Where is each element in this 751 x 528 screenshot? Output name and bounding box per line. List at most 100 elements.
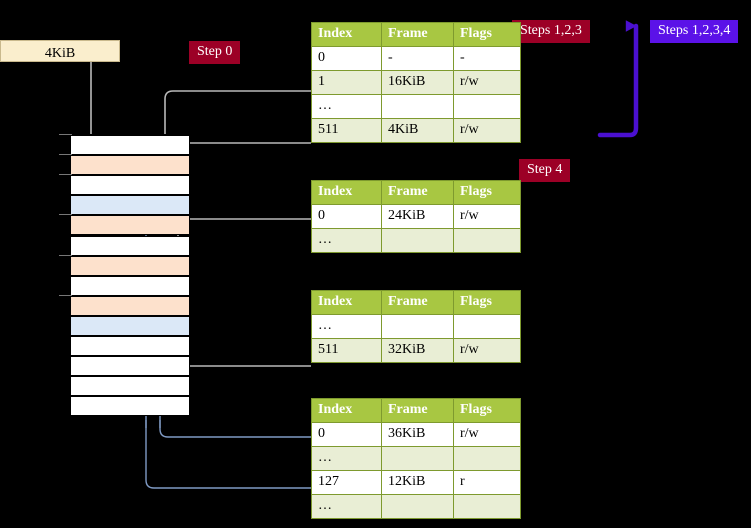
wire-t4row127-to-mem <box>145 420 311 489</box>
memory-tick <box>59 134 72 135</box>
memory-row <box>71 135 189 156</box>
badge-step0: Step 0 <box>189 41 241 64</box>
table-header-frame: Frame <box>381 180 454 205</box>
table-row: 0-- <box>311 46 521 71</box>
badge-steps-1234: Steps 1,2,3,4 <box>650 20 739 43</box>
steps-bracket-arrow <box>597 20 639 138</box>
table-cell <box>381 446 454 471</box>
table-row: … <box>311 94 521 119</box>
table-cell: … <box>311 314 382 339</box>
table-row: … <box>311 446 521 471</box>
table-cell: 16KiB <box>381 70 454 95</box>
table-cell: … <box>311 494 382 519</box>
table-cell: r/w <box>453 204 521 229</box>
table-cell: r/w <box>453 422 521 447</box>
badge-steps-123-text: Steps 1,2,3 <box>520 23 582 38</box>
table-header-index: Index <box>311 180 382 205</box>
table-cell: … <box>311 228 382 253</box>
table-header-index: Index <box>311 290 382 315</box>
memory-tick <box>59 294 72 296</box>
memory-row <box>71 235 189 256</box>
table-cell: 4KiB <box>381 118 454 143</box>
memory-size-label-text: 4KiB <box>44 46 76 61</box>
table-header-index: Index <box>311 398 382 423</box>
wire-t4row0-to-mem <box>159 420 311 438</box>
table-header-index: Index <box>311 22 382 47</box>
table-cell <box>381 314 454 339</box>
badge-steps-1234-text: Steps 1,2,3,4 <box>658 23 731 38</box>
table-cell: 24KiB <box>381 204 454 229</box>
table-cell <box>453 446 521 471</box>
table-cell: 511 <box>311 338 382 363</box>
badge-step0-text: Step 0 <box>197 44 233 59</box>
table-header-flags: Flags <box>453 180 521 205</box>
table-cell <box>453 494 521 519</box>
table-row: … <box>311 314 521 339</box>
table-header-frame: Frame <box>381 398 454 423</box>
table-cell: 127 <box>311 470 382 495</box>
badge-step4: Step 4 <box>519 159 571 182</box>
table-cell <box>453 94 521 119</box>
table-header-frame: Frame <box>381 290 454 315</box>
table-cell: 36KiB <box>381 422 454 447</box>
table-header-flags: Flags <box>453 398 521 423</box>
table-row: … <box>311 228 521 253</box>
memory-row <box>71 315 189 336</box>
table-cell: - <box>453 46 521 71</box>
wire-t3row511-to-mem <box>171 318 311 367</box>
table-cell <box>381 94 454 119</box>
memory-row <box>71 356 189 377</box>
table-cell: 12KiB <box>381 470 454 495</box>
table-header-flags: Flags <box>453 290 521 315</box>
table-cell <box>453 228 521 253</box>
table-cell: 1 <box>311 70 382 95</box>
table-cell: r/w <box>453 118 521 143</box>
table-cell: 511 <box>311 118 382 143</box>
table-cell <box>381 228 454 253</box>
memory-row <box>71 255 189 276</box>
table-header-frame: Frame <box>381 22 454 47</box>
memory-row <box>71 155 189 176</box>
badge-step4-text: Step 4 <box>527 162 563 177</box>
memory-row <box>71 175 189 196</box>
wire-t2row0-to-mem <box>177 218 311 266</box>
table-cell: … <box>311 94 382 119</box>
table-cell: 0 <box>311 204 382 229</box>
table-header-flags: Flags <box>453 22 521 47</box>
memory-tick <box>59 254 72 256</box>
memory-row <box>71 195 189 216</box>
memory-row <box>71 396 189 417</box>
table-row: … <box>311 494 521 519</box>
table-cell: 0 <box>311 46 382 71</box>
memory-tick <box>59 174 72 176</box>
memory-row <box>71 336 189 357</box>
memory-row <box>71 275 189 296</box>
table-cell: - <box>381 46 454 71</box>
table-cell: r <box>453 470 521 495</box>
memory-row <box>71 295 189 316</box>
memory-tick <box>59 154 72 156</box>
table-cell: 0 <box>311 422 382 447</box>
memory-tick <box>59 214 72 216</box>
table-cell <box>453 314 521 339</box>
table-cell: 32KiB <box>381 338 454 363</box>
memory-size-label: 4KiB <box>0 40 120 62</box>
wire-t1row511-to-mem <box>171 142 311 154</box>
table-cell: r/w <box>453 70 521 95</box>
physical-memory-column <box>70 134 190 417</box>
badge-steps-123: Steps 1,2,3 <box>512 20 590 43</box>
table-cell <box>381 494 454 519</box>
memory-row <box>71 376 189 397</box>
table-cell: … <box>311 446 382 471</box>
table-cell: r/w <box>453 338 521 363</box>
